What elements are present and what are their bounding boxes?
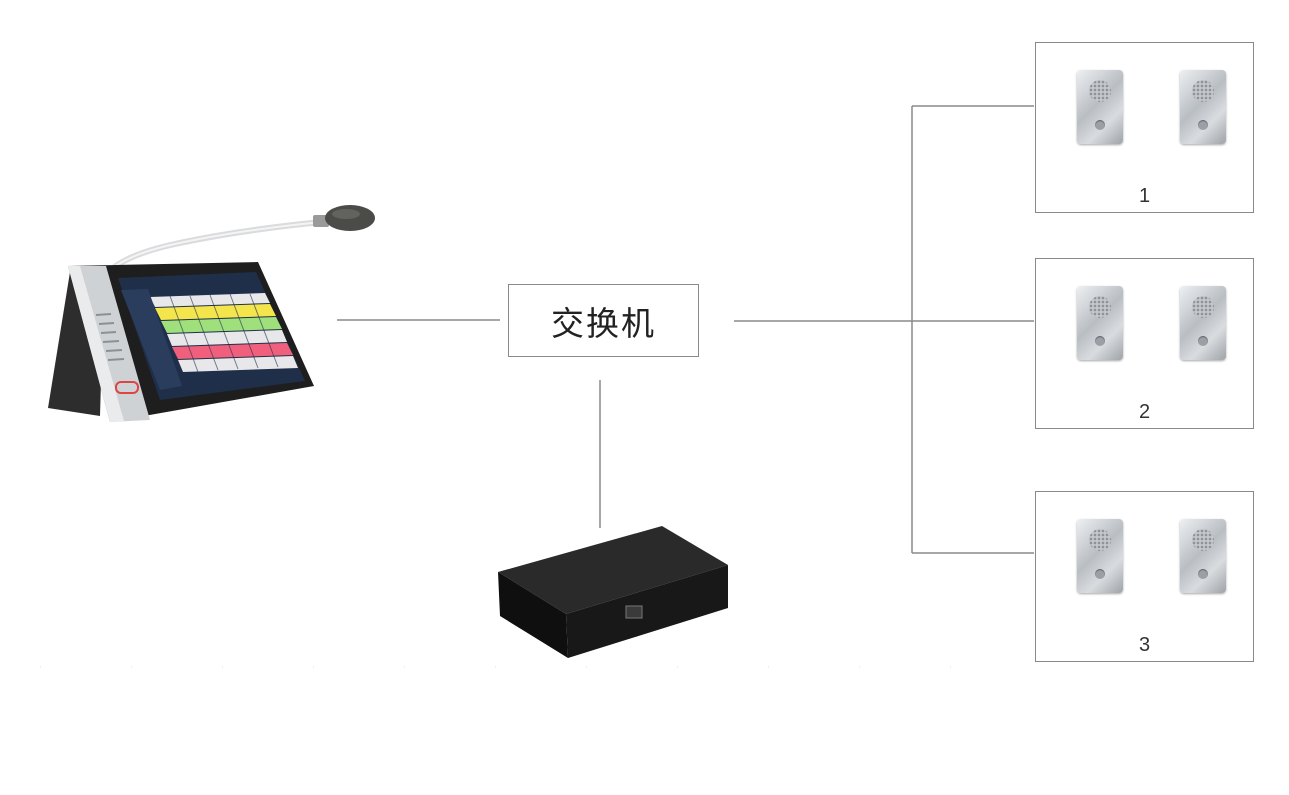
- terminal-group-2: 2: [1035, 258, 1254, 429]
- intercom-terminal-icon: [1180, 519, 1226, 593]
- group-number-1: 1: [1138, 185, 1151, 207]
- switch-label: 交换机: [551, 303, 656, 343]
- terminal-group-1: 1: [1035, 42, 1254, 213]
- intercom-terminal-icon: [1077, 519, 1123, 593]
- intercom-terminal-icon: [1077, 70, 1123, 144]
- intercom-terminal-icon: [1077, 286, 1123, 360]
- intercom-terminal-icon: [1180, 70, 1226, 144]
- microphone-icon: [313, 205, 375, 231]
- group-number-2: 2: [1138, 401, 1151, 423]
- terminal-group-3: 3: [1035, 491, 1254, 662]
- group-number-3: 3: [1138, 634, 1151, 656]
- intercom-terminal-icon: [1180, 286, 1226, 360]
- switch-box: 交换机: [508, 284, 699, 357]
